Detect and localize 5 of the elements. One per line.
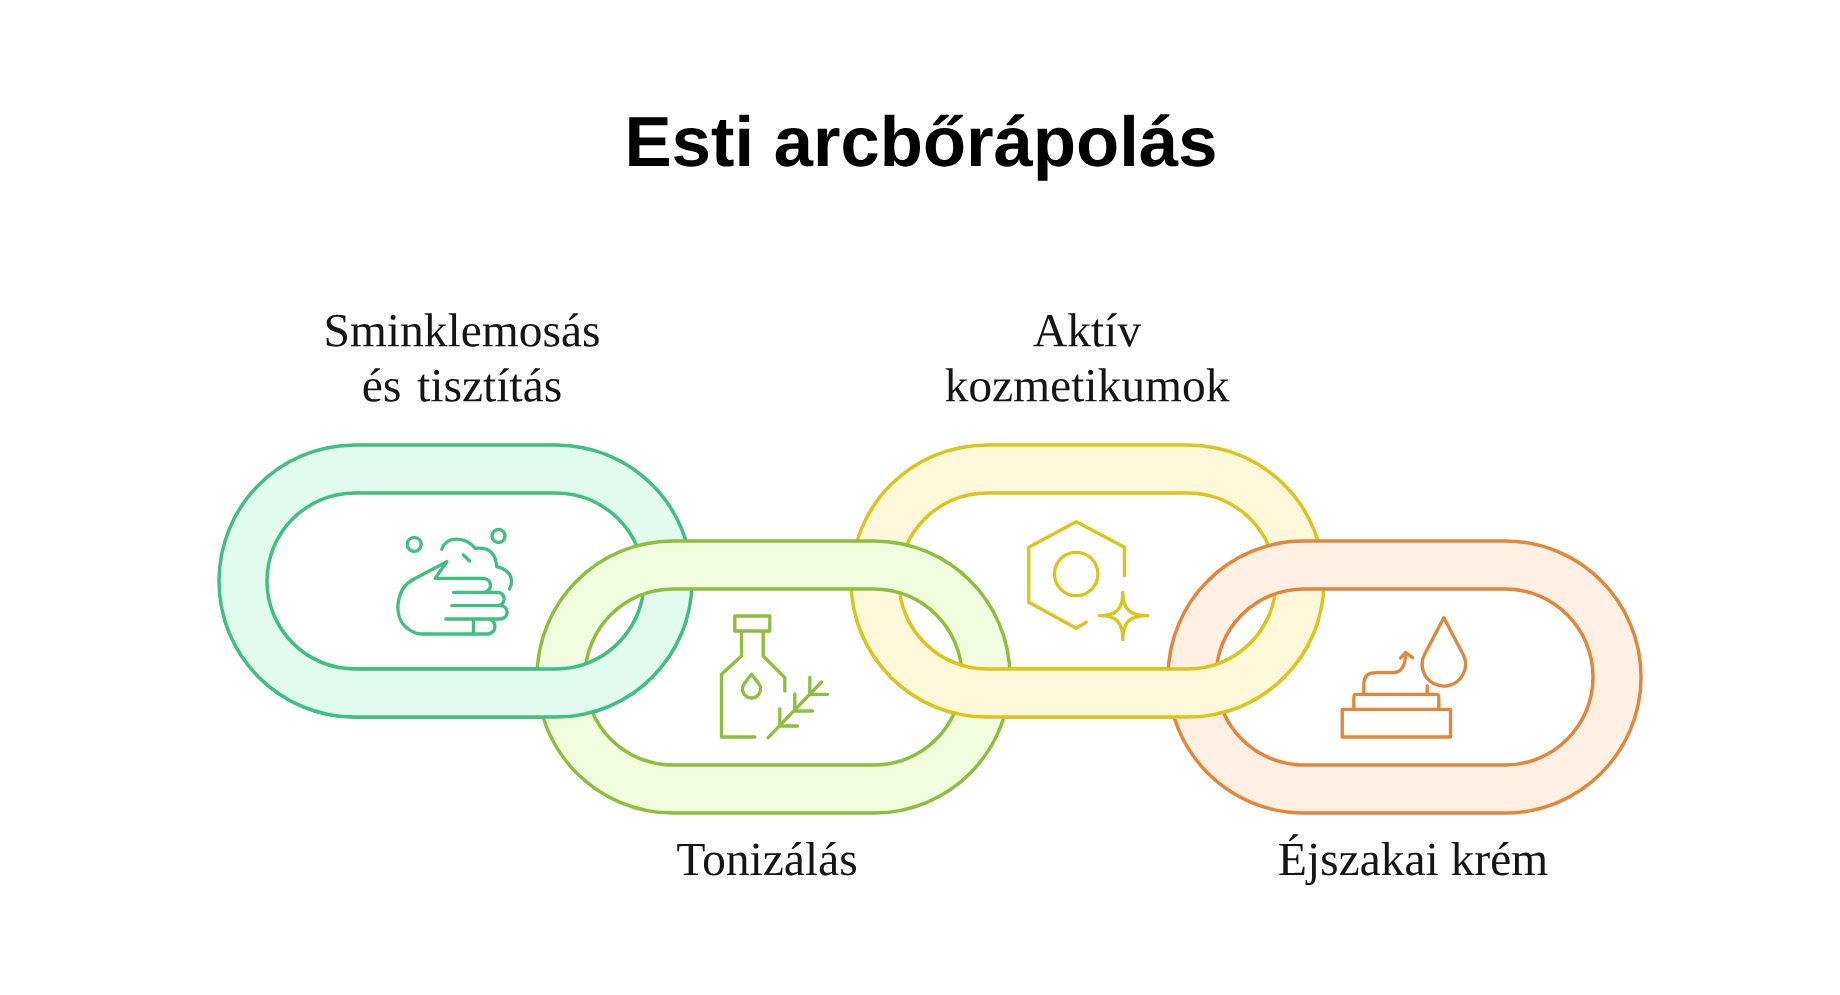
step-label: Aktív kozmetikumok (945, 313, 1230, 402)
step-label: Éjszakai krém (1279, 834, 1548, 886)
title: Esti arcbőrápolás (629, 114, 1215, 181)
step-label: Sminklemosás és tisztítás (326, 313, 599, 402)
step-label: Tonizálás (677, 842, 856, 876)
